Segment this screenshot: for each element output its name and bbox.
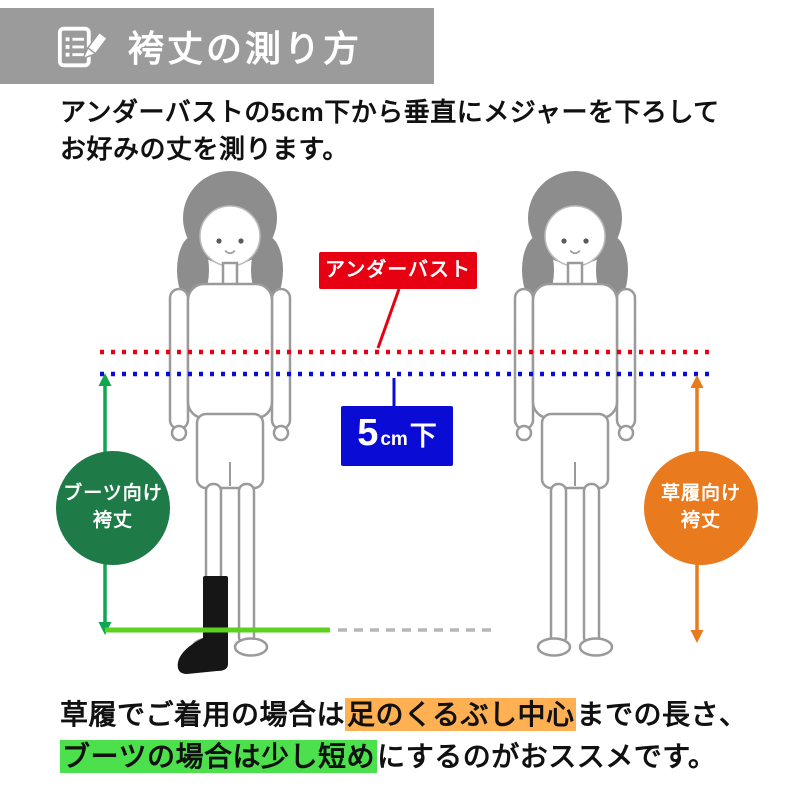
figure-left-boots	[168, 169, 292, 657]
footer-text: 草履でご着用の場合は足のくるぶし中心までの長さ、ブーツの場合は少し短めにするのが…	[60, 694, 760, 778]
intro-line-2: お好みの丈を測ります。	[60, 133, 349, 164]
underbust-label: アンダーバスト	[319, 252, 477, 289]
figure-right-zori	[513, 169, 637, 657]
header-banner: 袴丈の測り方	[0, 8, 434, 84]
ankle-center-highlight: 足のくるぶし中心	[345, 698, 577, 731]
below-5cm-label: 5 cm 下	[341, 406, 453, 466]
boots-length-badge: ブーツ向け 袴丈	[56, 451, 170, 565]
underbust-connector-line	[376, 288, 401, 349]
intro-text: アンダーバストの5cm下から垂直にメジャーを下ろしてお好みの丈を測ります。	[60, 94, 760, 168]
underbust-label-text: アンダーバスト	[325, 259, 471, 281]
zori-length-badge: 草履向け 袴丈	[644, 451, 758, 565]
intro-line-1: アンダーバストの5cm下から垂直にメジャーを下ろして	[60, 97, 720, 127]
below-5cm-number: 5	[357, 412, 379, 454]
page-title: 袴丈の測り方	[128, 28, 363, 69]
zori-badge-line-1: 草履向け	[660, 483, 741, 505]
black-boot	[177, 576, 228, 674]
boots-shorter-highlight: ブーツの場合は少し短め	[60, 740, 377, 773]
boots-badge-line-1: ブーツ向け	[63, 483, 163, 505]
below-5cm-suffix: 下	[409, 421, 437, 451]
footer-line2-post: にするのがおススメです。	[376, 741, 717, 772]
boots-badge-line-2: 袴丈	[92, 510, 133, 531]
below-5cm-unit: cm	[380, 429, 408, 450]
footer-line1-post: までの長さ、	[576, 699, 748, 730]
zori-badge-line-2: 袴丈	[680, 510, 721, 531]
footer-line1-pre: 草履でご着用の場合は	[60, 699, 346, 730]
memo-pencil-icon	[57, 26, 109, 68]
